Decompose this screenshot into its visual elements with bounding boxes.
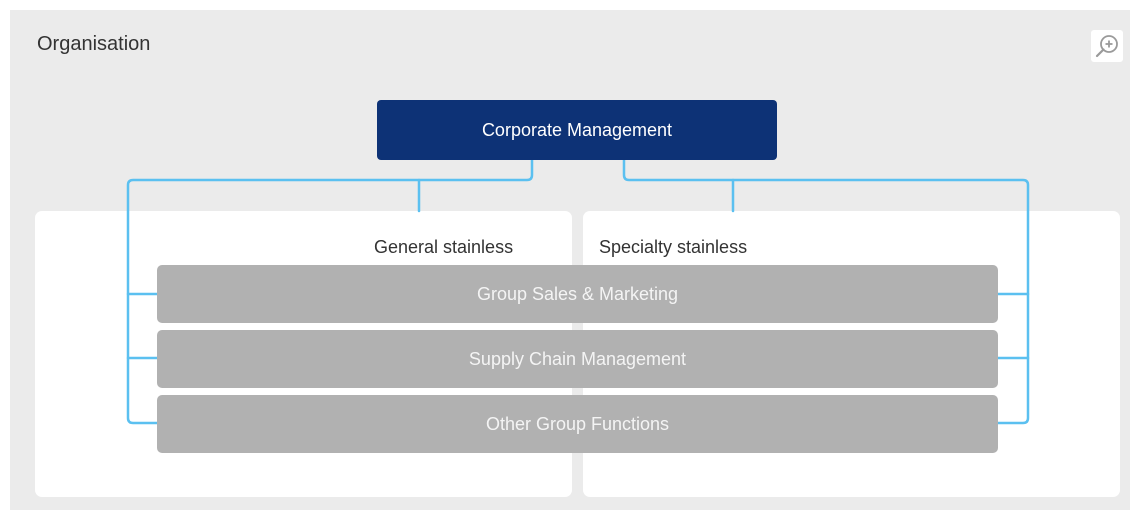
organisation-panel: Organisation General stainless Spe (10, 10, 1130, 510)
zoom-button[interactable] (1091, 30, 1123, 62)
panel-title: Organisation (37, 33, 151, 55)
zoom-in-icon (1091, 30, 1123, 62)
corporate-management-node[interactable]: Corporate Management (377, 100, 777, 160)
function-bar-sales-marketing[interactable]: Group Sales & Marketing (157, 265, 998, 323)
function-bar-supply-chain[interactable]: Supply Chain Management (157, 330, 998, 388)
function-bar-other-group[interactable]: Other Group Functions (157, 395, 998, 453)
division-label-general: General stainless (374, 237, 514, 257)
division-label-specialty: Specialty stainless (599, 237, 748, 257)
